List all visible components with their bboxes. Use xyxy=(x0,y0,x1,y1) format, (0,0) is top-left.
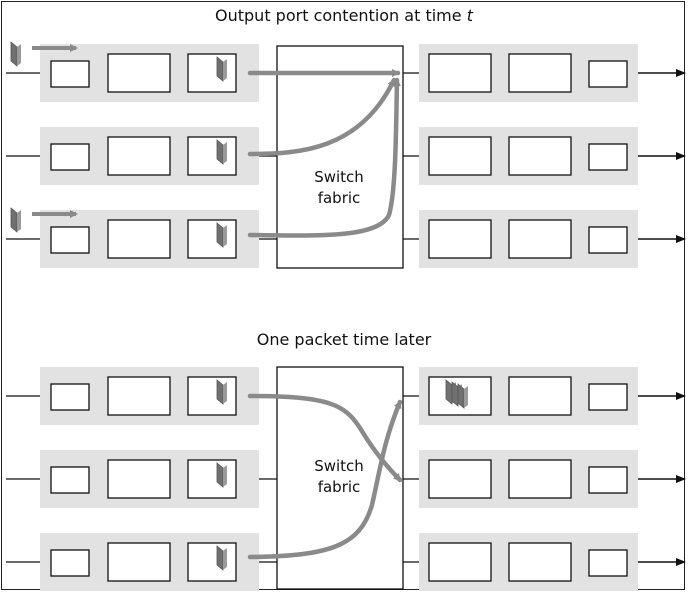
input-buffer-large-top-2 xyxy=(107,136,171,176)
switch-fabric-label-top-line1: Switch xyxy=(314,168,364,186)
output-buffer-small-bottom-1 xyxy=(588,383,628,411)
input-buffer-large-top-3 xyxy=(107,219,171,259)
output-buffer-small-bottom-3 xyxy=(588,549,628,577)
queued-packet-icon-bottom-3-side xyxy=(464,386,468,408)
input-buffer-large-top-1 xyxy=(107,53,171,93)
input-buffer-head-bottom-1 xyxy=(187,376,237,416)
packet-icon-top-2-side xyxy=(223,142,227,164)
output-buffer-small-top-1 xyxy=(588,60,628,88)
switch-fabric-top xyxy=(276,45,404,269)
packet-icon-bottom-2-side xyxy=(223,465,227,487)
input-buffer-head-top-2 xyxy=(187,136,237,176)
path-top-row2 xyxy=(247,77,397,157)
panel-top-title-text: Output port contention at time xyxy=(215,6,467,25)
input-buffer-small-bottom-3 xyxy=(50,549,90,577)
input-buffer-small-bottom-2 xyxy=(50,466,90,494)
input-buffer-large-bottom-3 xyxy=(107,542,171,582)
output-buffer-small-bottom-2 xyxy=(588,466,628,494)
output-buffer-large-b-top-3 xyxy=(508,219,572,259)
output-buffer-small-top-2 xyxy=(588,143,628,171)
input-buffer-small-bottom-1 xyxy=(50,383,90,411)
output-buffer-large-b-bottom-2 xyxy=(508,459,572,499)
path-bottom-row3 xyxy=(247,399,403,560)
switch-fabric-bottom xyxy=(276,366,404,590)
output-buffer-large-b-bottom-3 xyxy=(508,542,572,582)
input-buffer-head-bottom-3 xyxy=(187,542,237,582)
incoming-packet-icon-top-3-side xyxy=(17,210,21,232)
input-buffer-small-top-1 xyxy=(50,60,90,88)
output-buffer-large-a-bottom-2 xyxy=(428,459,492,499)
switch-fabric-label-top-line2: fabric xyxy=(317,189,361,207)
output-buffer-large-b-bottom-1 xyxy=(508,376,572,416)
input-buffer-head-top-3 xyxy=(187,219,237,259)
incoming-packet-icon-top-1 xyxy=(10,41,18,67)
switch-fabric-label-top: Switch fabric xyxy=(276,167,402,209)
input-buffer-head-top-1 xyxy=(187,53,237,93)
panel-top-title: Output port contention at time t xyxy=(0,6,688,25)
input-buffer-head-bottom-2 xyxy=(187,459,237,499)
input-buffer-large-bottom-1 xyxy=(107,376,171,416)
input-buffer-large-bottom-2 xyxy=(107,459,171,499)
panel-bottom-title-text: One packet time later xyxy=(256,330,432,349)
output-buffer-large-a-top-3 xyxy=(428,219,492,259)
switch-fabric-label-bottom-line2: fabric xyxy=(317,478,361,496)
switch-fabric-label-bottom: Switch fabric xyxy=(276,456,402,498)
incoming-packet-icon-top-1-side xyxy=(17,44,21,66)
output-buffer-large-a-top-1 xyxy=(428,53,492,93)
panel-bottom-title: One packet time later xyxy=(0,330,688,349)
switch-fabric-label-bottom-line1: Switch xyxy=(314,457,364,475)
path-bottom-row1 xyxy=(247,393,403,483)
output-buffer-large-a-bottom-3 xyxy=(428,542,492,582)
input-buffer-small-top-3 xyxy=(50,226,90,254)
packet-icon-bottom-3-side xyxy=(223,548,227,570)
panel-top-title-time-var: t xyxy=(466,6,473,25)
packet-icon-top-1-side xyxy=(223,59,227,81)
output-buffer-large-a-top-2 xyxy=(428,136,492,176)
path-top-row3 xyxy=(247,77,401,238)
packet-icon-bottom-1-side xyxy=(223,382,227,404)
output-buffer-large-b-top-1 xyxy=(508,53,572,93)
output-buffer-large-b-top-2 xyxy=(508,136,572,176)
incoming-packet-icon-top-3 xyxy=(10,207,18,233)
input-buffer-small-top-2 xyxy=(50,143,90,171)
packet-icon-top-3-side xyxy=(223,225,227,247)
output-buffer-small-top-3 xyxy=(588,226,628,254)
